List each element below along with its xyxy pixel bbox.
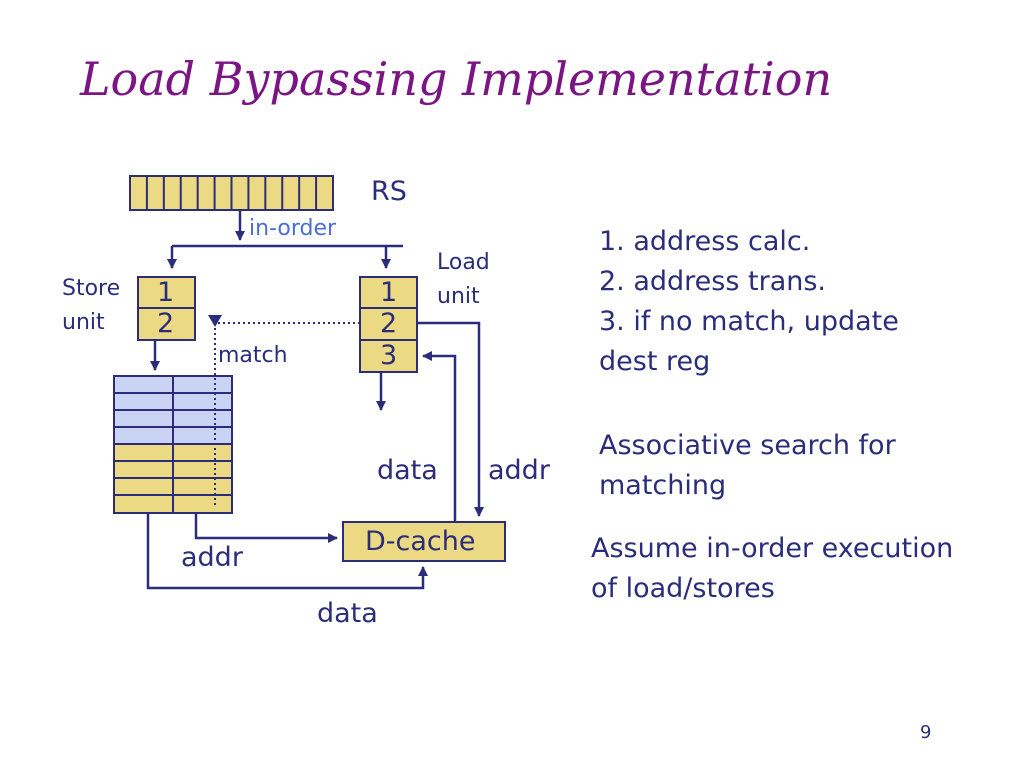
step-3-continuation: dest reg — [599, 346, 711, 377]
in-order-label: in-order — [249, 216, 337, 241]
load-stage-1: 1 — [380, 277, 398, 308]
step-1-text: 1. address calc. — [599, 226, 811, 257]
store-unit-pipeline — [137, 276, 196, 341]
associative-text-line1: Associative search for — [599, 430, 896, 461]
store-unit-label-line2: unit — [62, 310, 105, 335]
step-3-text: 3. if no match, update — [599, 306, 899, 337]
page-number: 9 — [920, 722, 932, 743]
slide-title: Load Bypassing Implementation — [80, 52, 833, 106]
match-arrowhead — [208, 315, 222, 327]
load-addr-label: addr — [488, 455, 550, 486]
associative-text-line2: matching — [599, 470, 727, 501]
dcache-label: D-cache — [365, 526, 476, 557]
store-stage-1: 1 — [157, 277, 175, 308]
load-stage-3: 3 — [380, 340, 398, 371]
load-stage-2: 2 — [380, 308, 398, 339]
store-addr-label: addr — [181, 542, 243, 573]
store-addr-path — [194, 513, 338, 543]
load-unit-label-line1: Load — [437, 250, 490, 275]
load-data-label: data — [377, 455, 438, 486]
step-2-text: 2. address trans. — [599, 266, 826, 297]
store-data-path — [146, 513, 428, 590]
match-label: match — [218, 343, 288, 368]
match-dotted-path — [214, 322, 360, 506]
load-data-path — [422, 351, 457, 522]
load-addr-path — [417, 321, 484, 517]
reservation-station — [129, 175, 334, 211]
rs-label: RS — [371, 176, 407, 207]
store-stage-2: 2 — [157, 308, 175, 339]
dcache-box — [342, 521, 506, 562]
rs-dispatch-arrows — [167, 210, 403, 269]
load-unit-label-line2: unit — [437, 284, 480, 309]
store-unit-label-line1: Store — [62, 276, 121, 301]
assume-text-line2: of load/stores — [591, 573, 775, 604]
store-data-label: data — [317, 598, 378, 629]
assume-text-line1: Assume in-order execution — [591, 533, 954, 564]
store-buffer — [113, 375, 233, 514]
